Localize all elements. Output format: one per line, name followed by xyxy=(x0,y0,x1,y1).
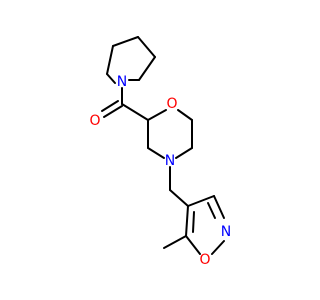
bond xyxy=(138,56,156,81)
structure-canvas: N O O N N O xyxy=(89,36,231,268)
atom-label: N xyxy=(221,224,231,240)
atom-label: N xyxy=(117,74,127,90)
bond xyxy=(106,73,116,84)
atom-carbonyl-o: O xyxy=(89,113,100,129)
bond xyxy=(163,235,187,249)
double-bond xyxy=(103,105,123,118)
double-bond xyxy=(101,100,119,112)
molecule-drawing: N O O N N O xyxy=(89,36,231,268)
atom-label: O xyxy=(166,96,177,112)
atom-label: O xyxy=(199,252,210,268)
bond xyxy=(121,103,149,121)
atom-morpholine-n: N xyxy=(165,153,175,169)
bond xyxy=(177,109,193,121)
bond xyxy=(106,45,114,75)
atom-morpholine-o: O xyxy=(166,96,177,112)
bond xyxy=(112,36,139,47)
bond xyxy=(147,147,165,159)
double-bond xyxy=(207,202,216,219)
atom-label: O xyxy=(89,113,100,129)
atom-pyrrolidine-n: N xyxy=(117,74,127,90)
bond xyxy=(137,36,156,58)
double-bond xyxy=(185,205,189,237)
atom-label: N xyxy=(165,153,175,169)
bond xyxy=(187,195,215,207)
bond xyxy=(175,147,193,159)
atom-isoxazole-o: O xyxy=(199,252,210,268)
bond xyxy=(147,109,167,121)
double-bond xyxy=(192,211,195,233)
atom-isoxazole-n: N xyxy=(221,224,231,240)
bond xyxy=(185,235,201,255)
double-bond xyxy=(213,195,225,219)
bond xyxy=(169,189,189,207)
bond xyxy=(211,240,225,255)
